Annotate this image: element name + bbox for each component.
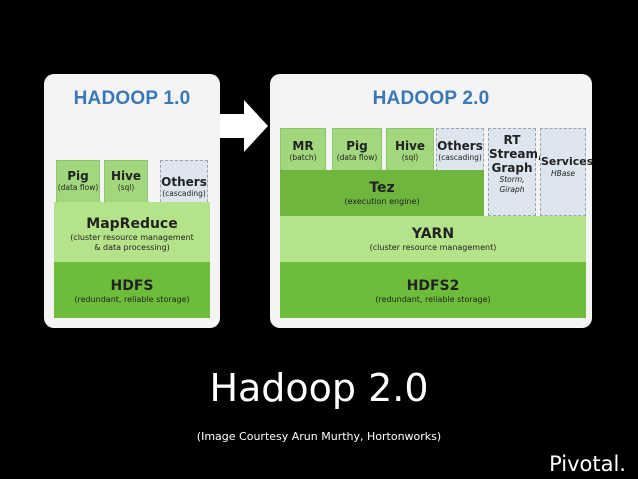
hadoop2-rt-stream-graph: RT Stream, Graph Storm, Giraph	[488, 128, 543, 216]
arrow-right-icon	[220, 100, 268, 152]
hadoop1-hdfs-layer: HDFS (redundant, reliable storage)	[54, 262, 210, 318]
hadoop2-tez-layer: Tez (execution engine)	[280, 170, 484, 216]
hadoop2-hdfs2-layer: HDFS2 (redundant, reliable storage)	[280, 262, 586, 318]
image-caption: (Image Courtesy Arun Murthy, Hortonworks…	[196, 430, 442, 443]
hadoop2-title: HADOOP 2.0	[372, 88, 490, 109]
hadoop2-panel: HADOOP 2.0 MR (batch) Pig (data flow) Hi…	[270, 74, 593, 328]
footer-bar	[0, 452, 638, 479]
hadoop2-yarn-layer: YARN (cluster resource management)	[280, 216, 586, 262]
pivotal-logo: Pivotal.	[549, 452, 626, 476]
hadoop1-title: HADOOP 1.0	[73, 88, 191, 109]
hadoop1-panel: HADOOP 1.0 Pig (data flow) Hive (sql) Ot…	[44, 74, 220, 328]
hadoop2-services: Services HBase	[540, 128, 593, 216]
slide-title: Hadoop 2.0	[209, 366, 429, 410]
hadoop1-mapreduce-layer: MapReduce (cluster resource management &…	[54, 202, 210, 262]
